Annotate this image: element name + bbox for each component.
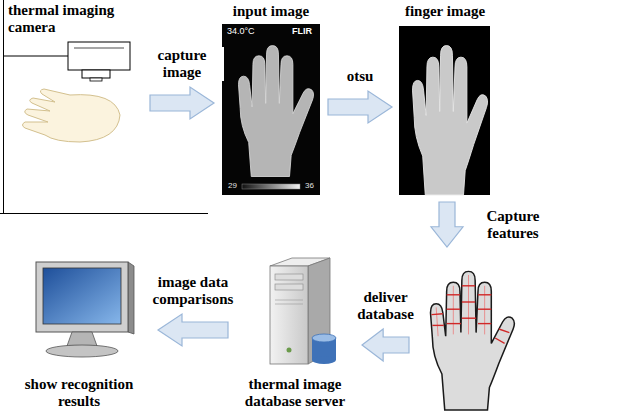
node-heading: input image (222, 3, 320, 20)
scale-value: 29 (228, 182, 237, 190)
node-heading: thermal imaging camera (8, 2, 142, 36)
arrow-label: deliver database (344, 289, 428, 323)
monitor-drawing (36, 262, 134, 357)
node-heading: show recognition results (8, 376, 150, 410)
block-arrow (158, 314, 228, 346)
feature-image (418, 255, 520, 410)
node-heading: finger image (400, 3, 490, 20)
segmented-image (399, 26, 490, 195)
block-arrow (150, 87, 214, 119)
server-drawing (270, 258, 336, 364)
block-arrow (431, 202, 463, 247)
monitor-node: show recognition results (6, 258, 152, 410)
image-node (415, 253, 522, 412)
frame-line (3, 0, 4, 213)
hand-sketch (23, 89, 121, 142)
camera-readout: FLIR (292, 27, 312, 36)
camera-node: thermal imaging camera (6, 2, 144, 150)
node-heading: thermal image database server (236, 376, 354, 410)
thermal-image (222, 24, 320, 195)
frame-line (0, 213, 208, 214)
scale-value: 36 (305, 182, 314, 190)
camera-drawing (4, 42, 130, 81)
server-node: thermal image database server (234, 258, 356, 410)
image-node: finger image (398, 3, 492, 196)
arrow-label: capture image (140, 47, 224, 81)
arrow-label: image data comparisons (141, 274, 245, 308)
block-arrow (328, 91, 392, 123)
camera-readout: 34.0°C (227, 27, 255, 36)
block-arrow (362, 329, 409, 361)
arrow-label: otsu (345, 68, 376, 85)
arrow-label: Capture features (471, 208, 555, 242)
